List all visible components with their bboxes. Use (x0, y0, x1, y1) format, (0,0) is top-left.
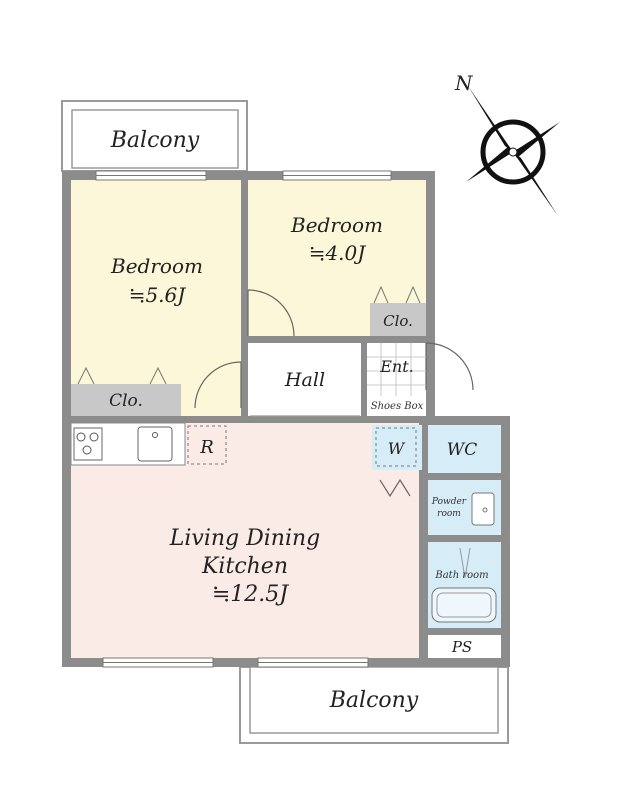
compass-needle-east (513, 122, 560, 158)
shoes-box-label: Shoes Box (371, 401, 424, 412)
closet-marks (77, 285, 421, 385)
washer-space (375, 427, 417, 467)
closet-left-fill (71, 384, 181, 416)
hall-fill (248, 343, 361, 416)
entrance-fill (367, 343, 426, 416)
inner-wall-vertical-1 (241, 180, 248, 416)
ps-fill (428, 635, 501, 658)
refrigerator-space (187, 425, 227, 465)
bottom-balcony: Balcony (239, 666, 509, 744)
compass-center (508, 147, 518, 157)
powder-room-label-2: room (437, 509, 461, 519)
compass-needle-north (468, 86, 513, 152)
bedroom-right-name: Bedroom (290, 213, 383, 237)
ldk-size: ≒12.5J (212, 582, 289, 607)
refrigerator-label: R (199, 437, 214, 458)
entrance-label: Ent. (379, 357, 414, 376)
entrance-tiles (367, 343, 426, 396)
ps-label: PS (451, 638, 472, 656)
closet-right-fill (370, 303, 426, 336)
bedroom-right-size: ≒4.0J (309, 241, 367, 265)
kitchen-counter (70, 422, 227, 466)
bedroom-left-name: Bedroom (110, 254, 203, 278)
bath-room-label: Bath room (434, 570, 488, 581)
bedroom-left-fill (71, 180, 241, 416)
compass-needle-west (466, 146, 513, 182)
compass: N (454, 71, 560, 216)
closet-right-label: Clo. (383, 312, 413, 330)
sink-icon (137, 426, 173, 462)
powder-room-label-1: Powder (431, 497, 467, 507)
bedroom-left-size: ≒5.6J (129, 283, 187, 307)
wc-fill (428, 425, 501, 473)
closet-left-label: Clo. (109, 391, 143, 411)
ldk-label-line2: Kitchen (201, 554, 288, 579)
washer-space-fill (372, 425, 422, 470)
stove-icon (73, 427, 103, 461)
hall-label: Hall (284, 369, 325, 391)
top-balcony: Balcony (61, 100, 248, 172)
washer-label: W (388, 439, 406, 458)
wc-label: WC (447, 440, 477, 460)
bottom-windows (102, 657, 369, 668)
bottom-balcony-label: Balcony (329, 688, 419, 713)
compass-needle-south (513, 152, 558, 216)
north-label: N (454, 71, 474, 95)
top-balcony-label: Balcony (110, 128, 200, 153)
top-windows (95, 170, 392, 181)
compass-circle (480, 119, 546, 185)
ldk-label-line1: Living Dining (169, 526, 321, 551)
doors (194, 289, 474, 498)
bathtub-icon (431, 587, 497, 623)
